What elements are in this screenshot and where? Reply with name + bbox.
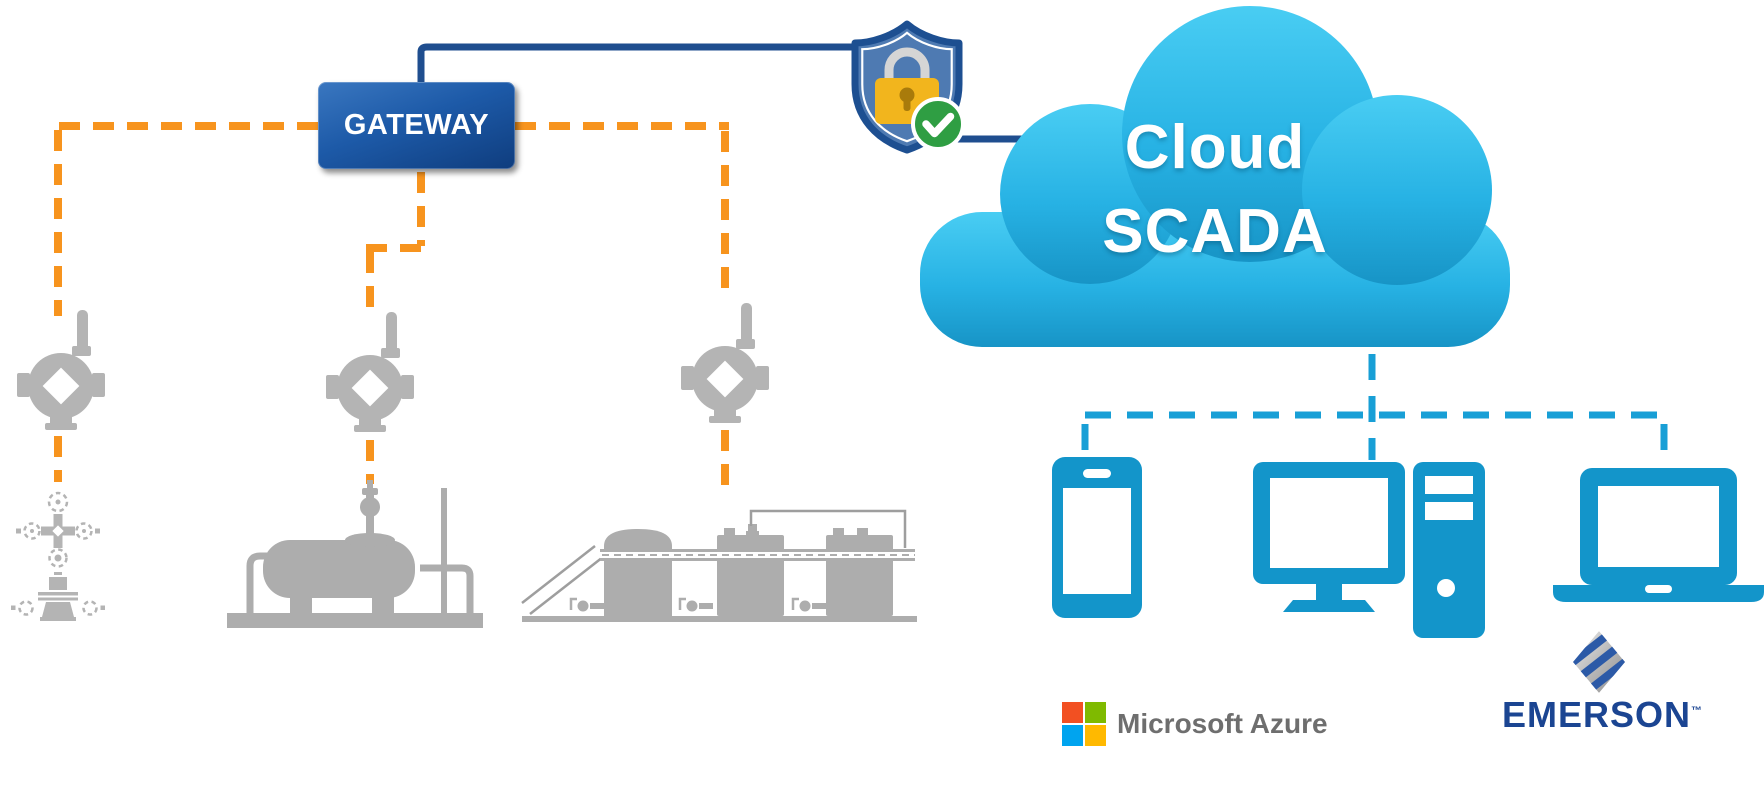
tank-battery-icon — [521, 509, 917, 622]
wellhead-icon — [11, 491, 105, 621]
cyan-client-links — [1081, 354, 1668, 462]
emerson-diamond-emblem-icon — [1573, 631, 1625, 693]
security-shield-icon — [851, 20, 965, 154]
microsoft-four-squares-icon — [1062, 702, 1106, 746]
smartphone-icon — [1052, 457, 1142, 618]
desktop-computer-icon — [1253, 462, 1485, 638]
desktop-tower-icon — [1413, 462, 1485, 638]
microsoft-azure-label: Microsoft Azure — [1117, 708, 1328, 739]
wireless-transmitter-icon-1 — [17, 310, 105, 430]
wireless-transmitter-icon-2 — [326, 312, 414, 432]
microsoft-square-yellow — [1085, 725, 1106, 746]
cloud-scada-label: Cloud SCADA — [995, 106, 1435, 274]
verified-check-icon — [911, 97, 965, 151]
wireless-transmitter-icon-3 — [681, 303, 769, 423]
cloud-title-line1: Cloud — [1124, 113, 1306, 182]
desktop-monitor-icon — [1253, 462, 1405, 612]
microsoft-azure-logo: Microsoft Azure — [1062, 702, 1328, 746]
emerson-trademark: ™ — [1691, 705, 1704, 717]
microsoft-square-green — [1085, 702, 1106, 723]
gateway-label: GATEWAY — [343, 109, 490, 141]
storage-tank-icon — [227, 480, 483, 628]
emerson-label: EMERSON — [1501, 694, 1692, 735]
emerson-logo: EMERSON™ — [1480, 694, 1725, 736]
orange-wireless-links — [54, 122, 729, 492]
gateway-box: GATEWAY — [318, 82, 515, 169]
microsoft-square-red — [1062, 702, 1083, 723]
microsoft-square-blue — [1062, 725, 1083, 746]
cloud-shape — [920, 6, 1510, 347]
cloud-title-line2: SCADA — [1102, 197, 1328, 266]
laptop-icon — [1553, 468, 1764, 602]
